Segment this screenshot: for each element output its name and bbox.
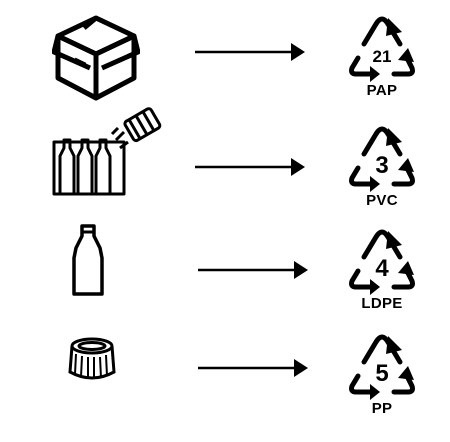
arrow-2 [195,158,305,176]
recycling-symbol-ldpe: 4 LDPE [342,225,422,315]
blister-pack-icon [50,104,162,198]
resin-code: 5 [375,360,389,387]
cardboard-box-icon [51,12,141,102]
arrow-3 [198,261,308,279]
milk-bottle-icon [70,222,106,298]
material-abbreviation: PAP [366,82,398,99]
recycling-symbol-pp: 5 PP [342,330,422,426]
resin-code: 4 [375,255,389,282]
recycling-symbol-pvc: 3 PVC [342,122,422,212]
material-abbreviation: LDPE [361,295,403,312]
recycling-symbol-pap: 21 PAP [342,12,422,102]
resin-code: 3 [375,152,389,179]
material-abbreviation: PVC [366,192,398,209]
resin-code: 21 [372,47,392,66]
arrow-1 [195,43,305,61]
material-abbreviation: PP [371,400,393,417]
bottle-cap-icon [66,336,118,384]
arrow-4 [198,359,308,377]
